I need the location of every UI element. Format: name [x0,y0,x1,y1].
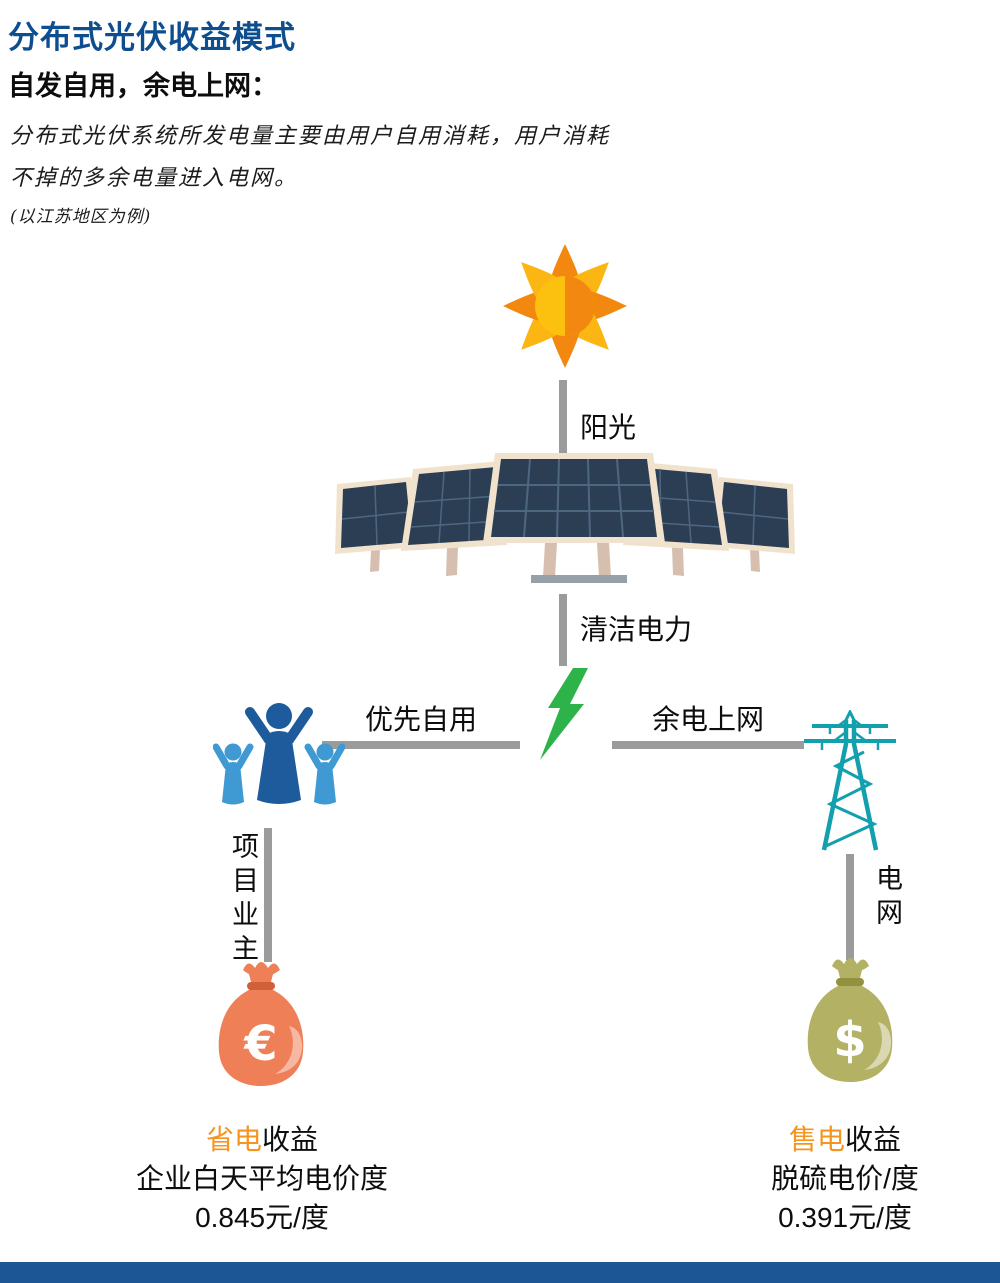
euro-symbol: € [243,1016,277,1072]
lightning-icon [540,668,588,760]
money-bag-euro-icon: € [218,962,304,1086]
transmission-tower-icon [804,710,896,851]
connector-panels-to-lightning [559,594,567,666]
project-owner-label: 项目业主 [228,832,258,968]
right-result-title-rest: 收益 [845,1124,902,1155]
description: 分布式光伏系统所发电量主要由用户自用消耗，用户消耗 不掉的多余电量进入电网。 [10,116,610,200]
dollar-symbol: $ [833,1012,866,1068]
footer-accent-bar [0,1262,1000,1283]
right-result-title-highlight: 售电 [788,1124,845,1155]
left-result-title-rest: 收益 [262,1124,319,1155]
left-result-detail: 企业白天平均电价度 [135,1163,388,1194]
family-icon [213,703,345,805]
connector-tower-to-dollar-bag [846,854,854,960]
solar-panels-icon [335,453,795,583]
grid-label: 电网 [872,864,902,932]
left-result-price: 0.845元/度 [195,1202,329,1233]
left-result-title-highlight: 省电 [205,1124,262,1155]
region-note: (以江苏地区为例) [10,207,152,227]
page-title: 分布式光伏收益模式 [8,20,296,55]
right-result-detail: 脱硫电价/度 [771,1163,919,1194]
surplus-to-grid-label: 余电上网 [651,704,764,735]
right-result-price: 0.391元/度 [778,1202,912,1233]
clean-power-label: 清洁电力 [580,614,693,645]
left-result-block: 省电收益 企业白天平均电价度 0.845元/度 [90,1120,434,1237]
connector-to-family [322,741,520,749]
sun-icon [503,244,627,368]
connector-to-tower [612,741,804,749]
connector-family-to-euro-bag [264,828,272,962]
description-line-2: 不掉的多余电量进入电网。 [10,166,299,191]
sunlight-label: 阳光 [580,412,637,443]
left-result-title: 省电收益 [90,1120,434,1159]
connector-sun-to-panels [559,380,567,458]
sun-rays [503,244,627,368]
right-result-block: 售电收益 脱硫电价/度 0.391元/度 [670,1120,1000,1237]
money-bag-dollar-icon: $ [807,958,893,1082]
priority-self-use-label: 优先自用 [364,704,477,735]
subtitle: 自发自用，余电上网： [8,71,278,101]
right-result-title: 售电收益 [670,1120,1000,1159]
description-line-1: 分布式光伏系统所发电量主要由用户自用消耗，用户消耗 [10,124,611,149]
